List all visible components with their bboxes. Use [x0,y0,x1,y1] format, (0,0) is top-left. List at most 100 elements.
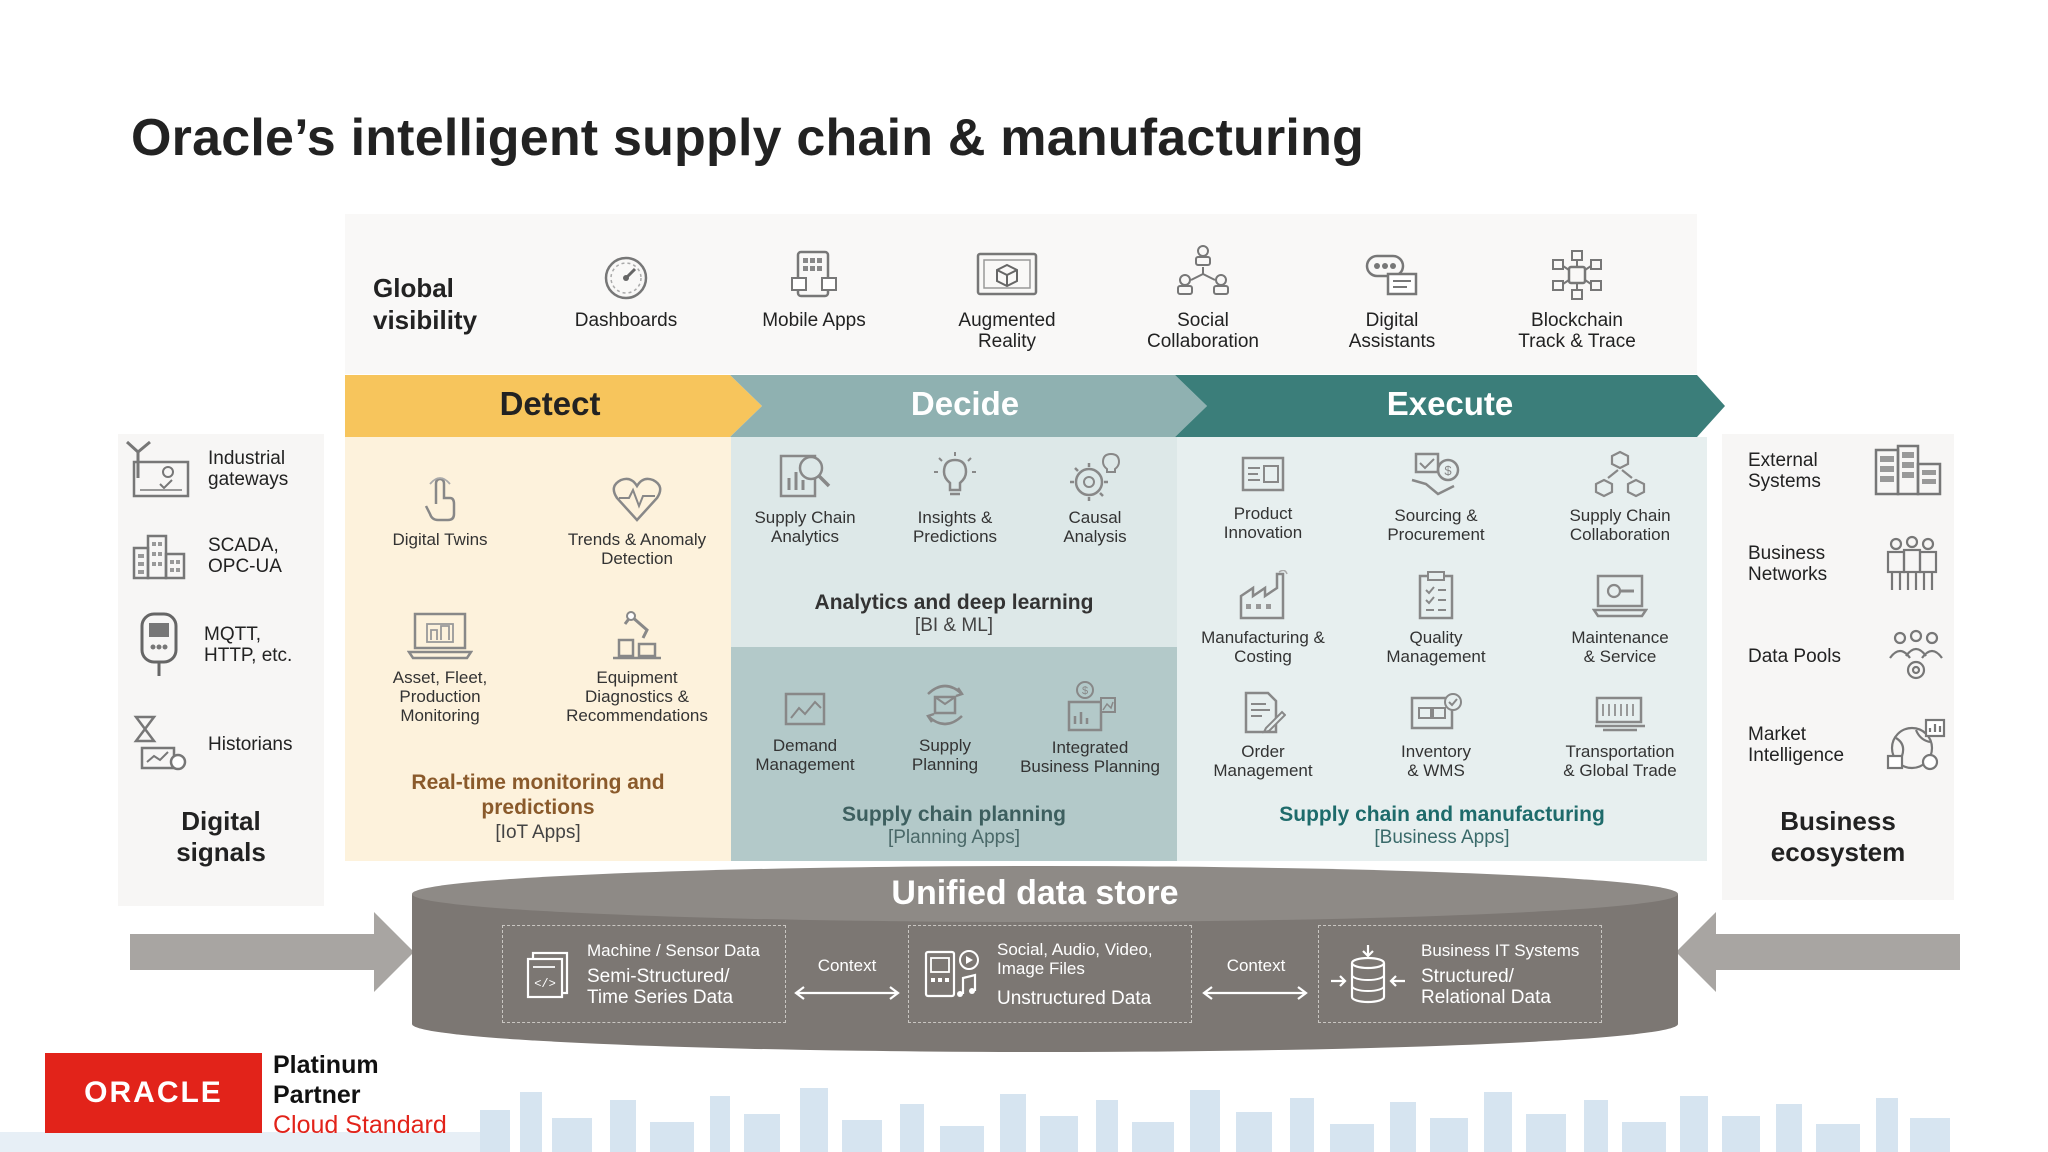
gv-item-mobile-apps[interactable]: Mobile Apps [714,250,914,331]
data-box-unstructured[interactable]: Social, Audio, Video, Image Files Unstru… [908,925,1192,1023]
digital-signals-panel [118,434,324,906]
detect-panel [345,437,731,861]
execute-product-innovation[interactable]: Product Innovation [1185,452,1341,542]
dashboard-icon [604,256,648,300]
execute-chevron [1175,375,1725,437]
svg-text:$: $ [1082,685,1088,697]
execute-transportation-trade[interactable]: Transportation & Global Trade [1542,690,1698,780]
business-ecosystem-heading: Business ecosystem [1770,806,1906,867]
execute-supply-chain-collaboration[interactable]: Supply Chain Collaboration [1542,450,1698,544]
context-label-2: Context [1226,956,1286,975]
svg-text:$: $ [1444,463,1452,478]
decide-panel-bottom [731,647,1177,861]
signal-historians[interactable]: Historians [130,714,292,774]
execute-maintenance-service[interactable]: Maintenance & Service [1542,572,1698,666]
decide-chevron [730,375,1207,437]
gv-item-digital-assistants[interactable]: Digital Assistants [1292,250,1492,352]
sourcing-procurement-icon: $ [1411,452,1460,496]
decide-causal-analysis[interactable]: Causal Analysis [1025,450,1165,546]
global-visibility-heading: Global visibility [373,273,478,335]
asset-monitoring-icon [407,612,473,660]
manufacturing-costing-icon [1239,570,1288,620]
data-box-semi-structured[interactable]: </> Machine / Sensor Data Semi-Structure… [502,925,786,1023]
integrated-planning-icon: $ [1067,681,1116,732]
order-management-icon [1244,691,1286,734]
data-store-cylinder [412,866,1678,1052]
decide-demand-management[interactable]: Demand Management [735,690,875,774]
causal-analysis-icon [1070,452,1121,501]
gv-item-social-collaboration[interactable]: Social Collaboration [1103,242,1303,352]
decide-insights-predictions[interactable]: Insights & Predictions [885,450,1025,546]
inventory-wms-icon [1410,693,1462,730]
execute-order-management[interactable]: Order Management [1185,690,1341,780]
signal-mqtt[interactable]: MQTT, HTTP, etc. [136,612,292,678]
external-systems-icon [1874,444,1942,496]
eco-market-intelligence[interactable]: Market Intelligence [1748,716,1948,774]
gv-item-blockchain[interactable]: Blockchain Track & Trace [1477,250,1677,352]
data-store-title: Unified data store [891,874,1179,912]
historian-icon [133,715,187,771]
execute-label: Execute [1386,385,1514,422]
execute-quality-management[interactable]: Quality Management [1358,570,1514,666]
quality-management-icon [1418,571,1454,620]
detect-caption: Real-time monitoring and predictions [411,771,665,819]
mobile-apps-icon [791,250,837,298]
digital-twins-icon [424,477,456,522]
city-skyline-decoration [0,1088,1950,1152]
execute-caption-sub: [Business Apps] [1374,827,1510,848]
page-title: Oracle’s intelligent supply chain & manu… [131,109,1364,167]
left-input-arrow [130,912,414,992]
context-label-1: Context [817,956,877,975]
social-collaboration-icon [1177,245,1229,295]
sensor-data-icon: </> [526,951,569,999]
detect-digital-twins[interactable]: Digital Twins [355,474,525,549]
decide-supply-planning[interactable]: Supply Planning [875,680,1015,774]
equipment-diagnostics-icon [613,611,661,660]
signal-industrial-gateways[interactable]: Industrial gateways [124,438,288,500]
detect-chevron [345,375,762,437]
eco-external-systems[interactable]: External Systems [1748,444,1942,498]
execute-manufacturing-costing[interactable]: Manufacturing & Costing [1185,570,1341,666]
decide-integrated-business-planning[interactable]: $ Integrated Business Planning [1010,680,1170,776]
decide-supply-chain-analytics[interactable]: Supply Chain Analytics [735,450,875,546]
gv-item-augmented-reality[interactable]: Augmented Reality [907,250,1107,352]
media-files-icon [924,950,979,998]
execute-inventory-wms[interactable]: Inventory & WMS [1358,690,1514,780]
signal-scada[interactable]: SCADA, OPC-UA [130,530,282,582]
context-arrow-1 [794,986,900,1000]
eco-data-pools[interactable]: Data Pools [1748,628,1946,684]
supply-chain-collaboration-icon [1594,450,1646,498]
database-icon [1331,945,1405,1004]
detect-asset-monitoring[interactable]: Asset, Fleet, Production Monitoring [355,610,525,725]
context-arrow-2 [1202,986,1308,1000]
execute-caption: Supply chain and manufacturing [1279,803,1605,826]
decide-label: Decide [910,385,1020,422]
partner-badge: Platinum Partner Cloud Standard [273,1051,447,1139]
augmented-reality-icon [976,252,1038,296]
eco-business-networks[interactable]: Business Networks [1748,534,1942,594]
decide-top-caption-sub: [BI & ML] [914,615,994,636]
blockchain-icon [1552,250,1602,300]
data-pools-icon [1889,629,1943,680]
detect-label: Detect [499,385,601,422]
execute-sourcing-procurement[interactable]: $ Sourcing & Procurement [1358,450,1514,544]
gv-item-dashboards[interactable]: Dashboards [526,250,726,331]
decide-top-caption: Analytics and deep learning [814,591,1094,614]
right-input-arrow [1676,912,1960,992]
maintenance-service-icon [1592,574,1648,618]
detect-trends-anomaly[interactable]: Trends & Anomaly Detection [552,474,722,568]
oracle-logo[interactable]: ORACLE [45,1053,262,1133]
data-box-structured[interactable]: Business IT Systems Structured/ Relation… [1318,925,1602,1023]
sensor-device-icon [140,612,178,676]
execute-panel [1177,437,1707,861]
market-intelligence-icon [1886,718,1946,771]
detect-equipment-diagnostics[interactable]: Equipment Diagnostics & Recommendations [552,610,722,725]
industrial-gateway-icon [125,440,190,498]
svg-text:</>: </> [534,977,556,991]
digital-signals-heading: Digital signals [176,806,266,867]
digital-assistant-icon [1365,254,1418,296]
scada-building-icon [132,534,186,580]
phase-chevrons [345,375,1725,437]
detect-caption-sub: [IoT Apps] [495,822,581,843]
supply-planning-icon [926,684,964,726]
